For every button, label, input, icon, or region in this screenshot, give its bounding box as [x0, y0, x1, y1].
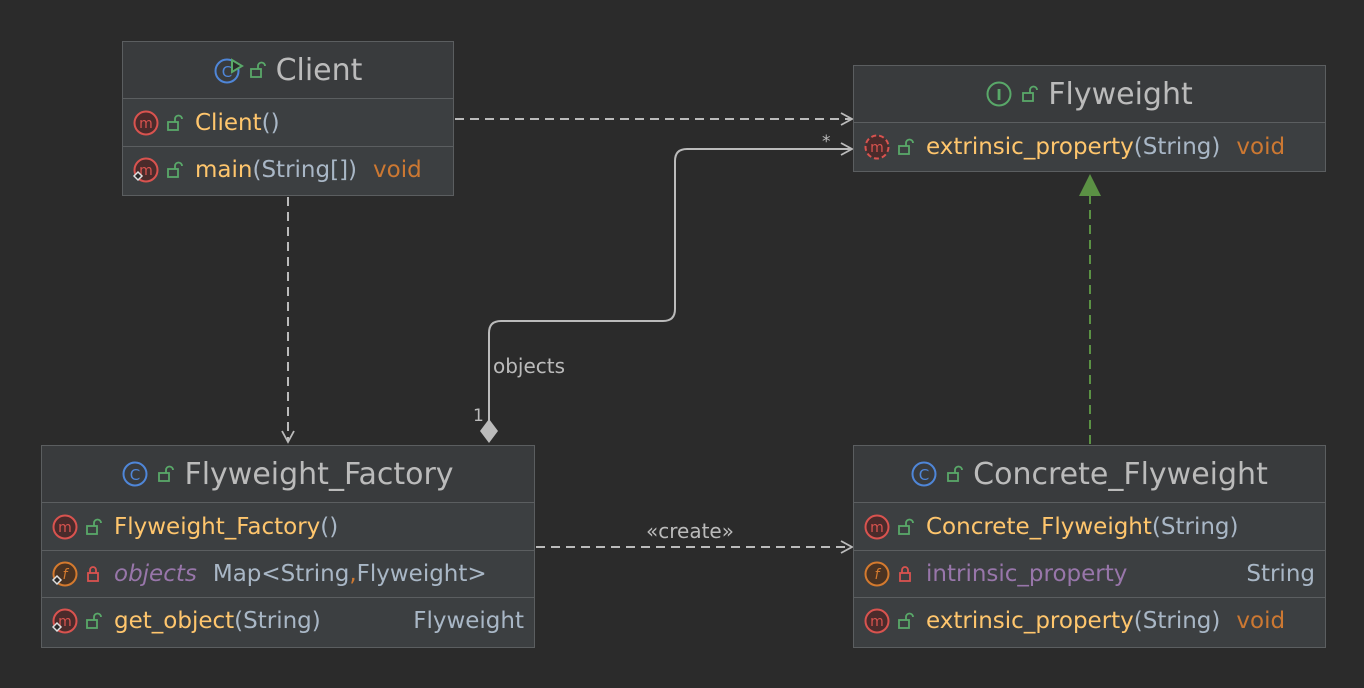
- method-name: Flyweight_Factory: [114, 513, 321, 540]
- svg-text:m: m: [870, 614, 884, 630]
- member-row[interactable]: m get_object(String)Flyweight: [42, 597, 534, 644]
- interface-icon: I: [986, 81, 1012, 107]
- svg-text:m: m: [870, 140, 884, 156]
- class-icon: C: [911, 461, 937, 487]
- association-label: objects: [493, 354, 566, 378]
- unlock-icon: [898, 138, 914, 156]
- method-icon: m: [133, 110, 159, 136]
- member-row[interactable]: m extrinsic_property(String)void: [854, 597, 1325, 644]
- method-params: String: [243, 608, 312, 634]
- member-row[interactable]: m Flyweight_Factory(): [42, 503, 534, 550]
- unlock-icon: [249, 61, 266, 79]
- field-type: Map<String: [212, 561, 350, 587]
- method-icon: m: [864, 608, 890, 634]
- lock-icon: [86, 565, 102, 583]
- create-label: «create»: [646, 519, 734, 543]
- svg-text:C: C: [130, 466, 140, 484]
- method-name: get_object: [114, 608, 235, 634]
- class-flyweight-factory[interactable]: C Flyweight_Factory m Flyweight_Factory(…: [41, 445, 535, 648]
- member-row[interactable]: m main(String[])void: [123, 146, 453, 193]
- class-client[interactable]: C Client m Client() m main(String[])void: [122, 41, 454, 196]
- svg-text:C: C: [919, 466, 929, 484]
- svg-text:m: m: [139, 116, 153, 132]
- class-name: Flyweight: [1048, 76, 1193, 112]
- lock-icon: [898, 565, 914, 583]
- unlock-icon: [86, 518, 102, 536]
- method-name: extrinsic_property: [926, 133, 1134, 160]
- field-name: objects: [114, 561, 197, 587]
- realization-arrowhead: [1079, 174, 1101, 196]
- field-type: String: [1246, 561, 1315, 587]
- class-concrete-flyweight[interactable]: C Concrete_Flyweight m Concrete_Flyweigh…: [853, 445, 1326, 648]
- member-row[interactable]: m Client(): [123, 99, 453, 146]
- return-type: Flyweight: [413, 608, 524, 634]
- svg-text:m: m: [870, 520, 884, 536]
- svg-text:C: C: [221, 63, 231, 81]
- unlock-icon: [1022, 85, 1039, 103]
- class-name: Flyweight_Factory: [184, 456, 454, 492]
- return-type: void: [1236, 133, 1286, 160]
- static-method-icon: m: [133, 157, 159, 183]
- method-params: String: [1160, 513, 1230, 540]
- abstract-method-icon: m: [864, 134, 890, 160]
- multiplicity-one: 1: [473, 406, 484, 426]
- method-icon: m: [52, 514, 78, 540]
- field-name: intrinsic_property: [926, 561, 1128, 587]
- unlock-icon: [898, 518, 914, 536]
- field-icon: f: [864, 561, 890, 587]
- return-type: void: [373, 157, 422, 183]
- composition-diamond: [480, 419, 498, 443]
- member-row[interactable]: f intrinsic_property String: [854, 550, 1325, 597]
- runnable-class-icon: C: [214, 57, 244, 84]
- method-name: main: [195, 157, 253, 183]
- svg-text:f: f: [875, 567, 882, 583]
- multiplicity-many: *: [822, 132, 831, 152]
- svg-text:m: m: [58, 520, 72, 536]
- method-name: Concrete_Flyweight: [926, 513, 1152, 540]
- unlock-icon: [898, 612, 914, 630]
- svg-text:I: I: [996, 86, 1002, 104]
- class-header: C Concrete_Flyweight: [854, 446, 1325, 503]
- member-row[interactable]: m extrinsic_property(String)void: [854, 123, 1325, 170]
- unlock-icon: [86, 612, 102, 630]
- class-name: Concrete_Flyweight: [973, 456, 1268, 492]
- unlock-icon: [158, 465, 175, 483]
- class-header: C Client: [123, 42, 453, 99]
- factory-flyweight-composition: [488, 142, 854, 421]
- class-name: Client: [275, 52, 363, 88]
- method-name: Client: [195, 109, 262, 136]
- unlock-icon: [947, 465, 964, 483]
- svg-text:m: m: [139, 163, 153, 179]
- static-method-icon: m: [52, 608, 78, 634]
- method-params: String[]: [261, 157, 349, 183]
- class-icon: C: [122, 461, 148, 487]
- svg-text:f: f: [63, 567, 70, 583]
- method-params: String: [1142, 608, 1212, 634]
- static-field-icon: f: [52, 561, 78, 587]
- method-icon: m: [864, 514, 890, 540]
- unlock-icon: [167, 161, 183, 179]
- method-params: String: [1142, 133, 1212, 160]
- interface-flyweight[interactable]: I Flyweight m extrinsic_property(String)…: [853, 65, 1326, 172]
- method-name: extrinsic_property: [926, 608, 1134, 634]
- svg-text:m: m: [58, 614, 72, 630]
- class-header: I Flyweight: [854, 66, 1325, 123]
- return-type: void: [1236, 608, 1286, 634]
- class-header: C Flyweight_Factory: [42, 446, 534, 503]
- member-row[interactable]: m Concrete_Flyweight(String): [854, 503, 1325, 550]
- unlock-icon: [167, 114, 183, 132]
